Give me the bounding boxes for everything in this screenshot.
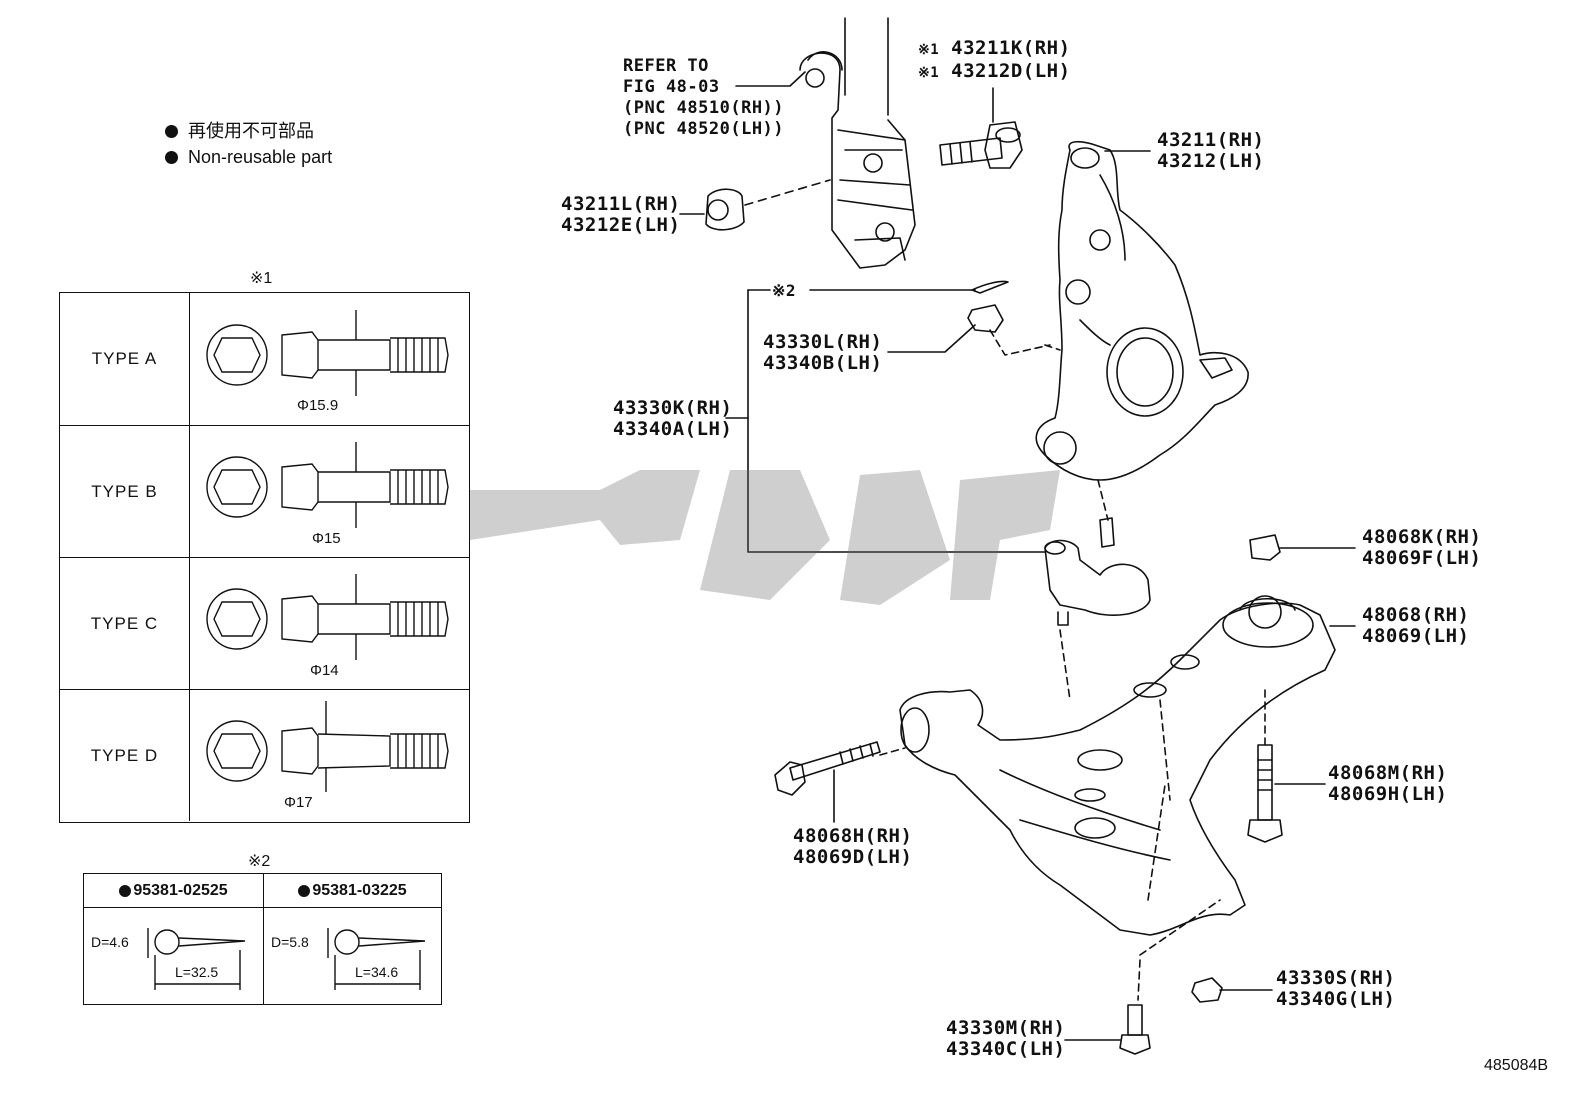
label-front-bolt: 48068H(RH) 48069D(LH)	[793, 825, 913, 868]
top-bolt-drawing	[939, 87, 1023, 169]
label-bushing-nut: 48068K(RH) 48069F(LH)	[1362, 526, 1482, 569]
bullet-icon	[165, 151, 178, 164]
cotter-pin-l: L=32.5	[175, 964, 219, 980]
front-bolt-drawing	[774, 741, 906, 823]
cotter-pin-d: D=5.8	[271, 934, 309, 950]
ball-joint-drawing	[1044, 479, 1151, 701]
small-bolt-drawing	[1064, 1004, 1151, 1055]
castle-nut-drawing	[809, 280, 1051, 356]
cotter-pin-table: 95381-02525 95381-03225 D=4.6 L=32.5 D=5…	[83, 873, 442, 1005]
bolt-diameter: Φ15	[312, 530, 341, 547]
bolt-type-row: TYPE D Φ17	[60, 689, 469, 821]
bushing-nut-drawing	[1249, 534, 1356, 561]
bolt-diameter: Φ15.9	[297, 397, 339, 414]
bolt-type-label: TYPE D	[60, 690, 190, 821]
cotter-pin-part: 95381-03225	[264, 874, 441, 908]
strut-bracket-drawing	[799, 17, 916, 269]
legend-jp: 再使用不可部品	[165, 118, 332, 144]
washer-drawing	[679, 179, 831, 231]
legend: 再使用不可部品 Non-reusable part	[165, 118, 332, 170]
cotter-pin-part: 95381-02525	[84, 874, 263, 908]
bolt-type-row: TYPE B Φ15	[60, 425, 469, 557]
bolt-type-label: TYPE C	[60, 558, 190, 689]
bullet-icon	[165, 125, 178, 138]
bolt-diameter: Φ14	[310, 662, 339, 679]
bolt-type-row: TYPE A Φ15.9	[60, 293, 469, 425]
label-small-bolt: 43330M(RH) 43340C(LH)	[946, 1017, 1066, 1060]
bolt-diameter: Φ17	[284, 794, 313, 811]
note2-mark: ※2	[248, 853, 271, 870]
label-knuckle: 43211(RH) 43212(LH)	[1157, 129, 1265, 172]
note1-mark: ※1	[250, 270, 273, 287]
label-washer: 43211L(RH) 43212E(LH)	[561, 193, 681, 236]
label-rear-bolt: 48068M(RH) 48069H(LH)	[1328, 762, 1448, 805]
rear-bolt-drawing	[1247, 744, 1326, 843]
cotter-pin-d: D=4.6	[91, 934, 129, 950]
knuckle-drawing	[1035, 140, 1249, 481]
table-divider	[263, 874, 265, 1004]
legend-en: Non-reusable part	[165, 144, 332, 170]
label-castle-nut: 43330L(RH) 43340B(LH)	[763, 331, 883, 374]
label-small-nut: 43330S(RH) 43340G(LH)	[1276, 967, 1396, 1010]
label-cotter-mark: ※2	[772, 281, 797, 300]
refer-note: REFER TO FIG 48-03 (PNC 48510(RH)) (PNC …	[623, 56, 785, 139]
bolt-type-table: TYPE A Φ15.9 TYPE B Φ15 TYPE C Φ14 TYPE …	[59, 292, 470, 823]
cotter-pin-l: L=34.6	[355, 964, 399, 980]
bolt-type-label: TYPE A	[60, 293, 190, 425]
bullet-icon	[119, 884, 132, 897]
bolt-type-label: TYPE B	[60, 426, 190, 557]
bullet-icon	[298, 884, 311, 897]
bracket-line	[747, 289, 1046, 553]
figure-id: 485084B	[1484, 1057, 1549, 1074]
bolt-type-row: TYPE C Φ14	[60, 557, 469, 689]
lower-arm-drawing	[899, 595, 1336, 1001]
small-nut-drawing	[1191, 977, 1273, 1003]
label-bolt-top: ※1 43211K(RH) ※1 43212D(LH)	[918, 37, 1071, 82]
label-ball-joint: 43330K(RH) 43340A(LH)	[613, 397, 733, 440]
label-lower-arm: 48068(RH) 48069(LH)	[1362, 604, 1470, 647]
watermark-shape	[470, 470, 1060, 605]
